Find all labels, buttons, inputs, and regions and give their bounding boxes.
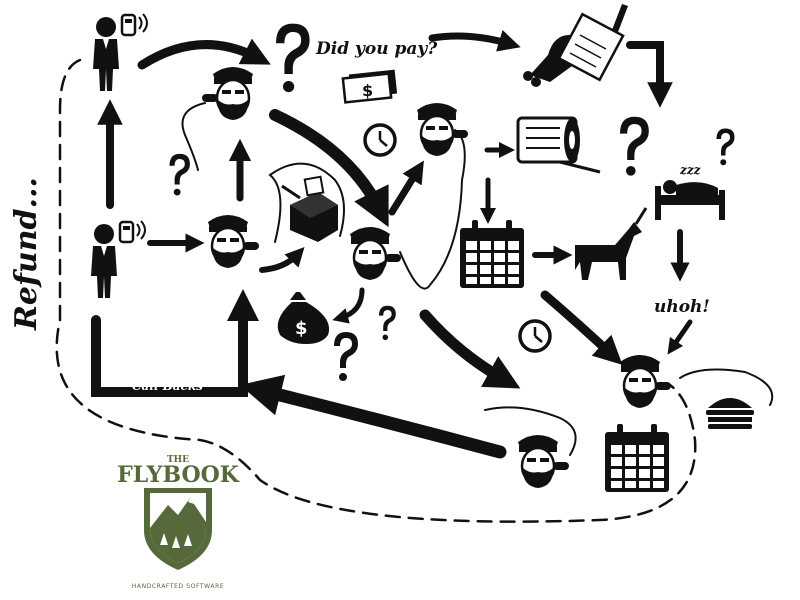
logo-tagline: HANDCRAFTED SOFTWARE <box>132 583 224 590</box>
money-bag-icon: $ <box>277 292 330 344</box>
arrow-down-right <box>626 41 673 108</box>
flow-arrows <box>55 30 774 523</box>
arrow-to-money <box>332 287 365 324</box>
agent-left <box>206 213 261 270</box>
wire-ballot <box>268 162 345 243</box>
svg-text:$: $ <box>362 81 373 100</box>
ballot-box-icon <box>281 175 338 242</box>
svg-text:$: $ <box>295 318 308 339</box>
person-with-phone-top <box>91 12 149 93</box>
uhoh-label: uhoh! <box>654 297 710 317</box>
wire-right-agent <box>679 368 774 406</box>
call-backs-label: Call Backs <box>132 379 203 393</box>
mountain-shield-icon <box>144 488 212 570</box>
arrow-to-agent-right <box>540 290 623 365</box>
zzz-label: zzz <box>679 163 702 177</box>
burger-icon <box>706 398 754 429</box>
agent-top-right <box>415 101 470 158</box>
wire-top-agent <box>181 102 206 171</box>
unicorn-icon <box>575 207 648 280</box>
agent-center <box>348 225 403 282</box>
arrow-uhoh-down <box>667 319 693 355</box>
calendar-icon-center <box>460 220 524 288</box>
arrow-to-ballot <box>259 246 305 273</box>
question-mark-left <box>169 153 190 196</box>
calendar-icon-bottom <box>605 424 669 492</box>
refund-dashed-loop <box>55 58 697 523</box>
money-bills-icon: $ <box>341 69 398 104</box>
refund-label: Refund... <box>9 177 44 331</box>
arrow-to-question <box>137 38 271 70</box>
paper-roll-icon <box>516 116 601 174</box>
arrow-big-curve <box>269 109 389 228</box>
arrow-to-chicken <box>428 30 521 52</box>
arrow-center-down <box>419 309 521 389</box>
logo-name: FLYBOOK <box>117 462 240 488</box>
question-mark-right <box>620 116 649 176</box>
agent-right <box>618 353 673 410</box>
callbacks-bracket <box>91 288 260 397</box>
logo-the: THE <box>167 455 189 465</box>
arrow-center-up <box>388 160 424 216</box>
question-mark-big-top <box>276 23 310 93</box>
did-you-pay-label: Did you pay? <box>315 39 438 59</box>
wire-center <box>399 129 466 290</box>
agent-top-left <box>200 65 255 122</box>
question-mark-center <box>379 305 396 341</box>
arrow-back-left <box>239 374 507 459</box>
flybook-logo: THE FLYBOOK HANDCRAFTED SOFTWARE <box>117 455 240 590</box>
question-mark-bottom <box>334 332 358 381</box>
clock-icon-bottom <box>518 319 552 353</box>
question-mark-small-right <box>716 128 735 166</box>
paper-and-pen-icon <box>557 4 628 82</box>
clock-icon-top <box>363 123 397 157</box>
person-with-phone-bottom <box>89 219 147 300</box>
wire-bottom-agent <box>484 406 577 456</box>
agent-bottom <box>516 433 571 490</box>
sleeping-in-bed-icon <box>655 180 725 220</box>
